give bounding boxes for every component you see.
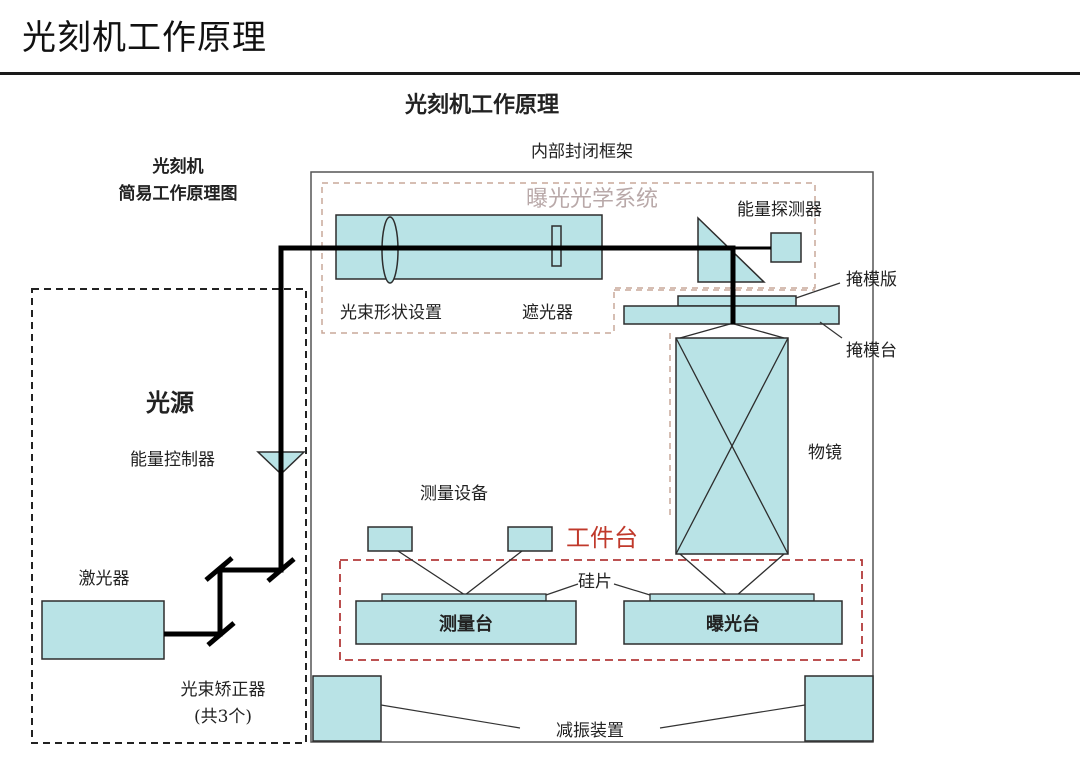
diagram-subheading-1: 光刻机 bbox=[152, 156, 204, 177]
light-source-enclosure bbox=[31, 288, 307, 744]
beam-corrector-label-2: (共3个) bbox=[194, 707, 252, 727]
damping-label: 减振装置 bbox=[556, 721, 624, 741]
reticle-stage-leader bbox=[819, 321, 843, 339]
wafer-stage-region bbox=[339, 559, 863, 661]
exposure-stage bbox=[623, 600, 843, 645]
reticle-leader bbox=[795, 282, 841, 299]
exposure-optics-label: 曝光光学系统 bbox=[526, 187, 658, 212]
diagram-heading: 光刻机工作原理 bbox=[404, 92, 559, 118]
measure-stage bbox=[355, 600, 577, 645]
beam-shape-label: 光束形状设置 bbox=[340, 303, 442, 323]
wafer-stage-label: 工件台 bbox=[566, 524, 638, 552]
measurement-device-label: 测量设备 bbox=[420, 484, 488, 504]
energy-controller-label: 能量控制器 bbox=[130, 450, 215, 470]
beam-corrector-label-1: 光束矫正器 bbox=[181, 680, 266, 700]
wafer-right bbox=[649, 593, 815, 602]
reticle-stage-label: 掩模台 bbox=[846, 341, 897, 361]
wafer-label: 硅片 bbox=[578, 572, 612, 592]
page-title: 光刻机工作原理 bbox=[22, 18, 267, 58]
wafer-leader-right bbox=[613, 583, 651, 596]
measure-stage-label: 测量台 bbox=[439, 613, 493, 635]
damping-block-right bbox=[804, 675, 874, 742]
exposure-stage-label: 曝光台 bbox=[706, 613, 760, 635]
energy-detector-label: 能量探测器 bbox=[737, 200, 822, 220]
damping-block-left bbox=[312, 675, 382, 742]
reticle bbox=[677, 295, 797, 307]
diagram-subheading-2: 简易工作原理图 bbox=[119, 183, 238, 204]
light-source-label: 光源 bbox=[145, 388, 194, 417]
title-divider bbox=[0, 72, 1080, 75]
beam-corrector-mirror-3 bbox=[266, 557, 296, 583]
wafer-left bbox=[381, 593, 547, 602]
reticle-label: 掩模版 bbox=[846, 270, 897, 290]
laser bbox=[41, 600, 165, 660]
wafer-leader-left bbox=[545, 583, 579, 596]
inner-frame bbox=[310, 171, 874, 743]
inner-frame-label: 内部封闭框架 bbox=[531, 142, 633, 162]
objective-region bbox=[614, 289, 815, 520]
shutter-label: 遮光器 bbox=[522, 303, 573, 323]
laser-label: 激光器 bbox=[79, 569, 130, 589]
exposure-optics-region bbox=[321, 182, 816, 334]
measurement-device-left bbox=[367, 526, 413, 552]
beam-corrector-mirror-1 bbox=[206, 621, 236, 647]
measurement-device-right bbox=[507, 526, 553, 552]
beam-corrector-mirror-2 bbox=[204, 556, 234, 582]
objective-label: 物镜 bbox=[808, 443, 842, 463]
energy-detector bbox=[770, 232, 802, 263]
